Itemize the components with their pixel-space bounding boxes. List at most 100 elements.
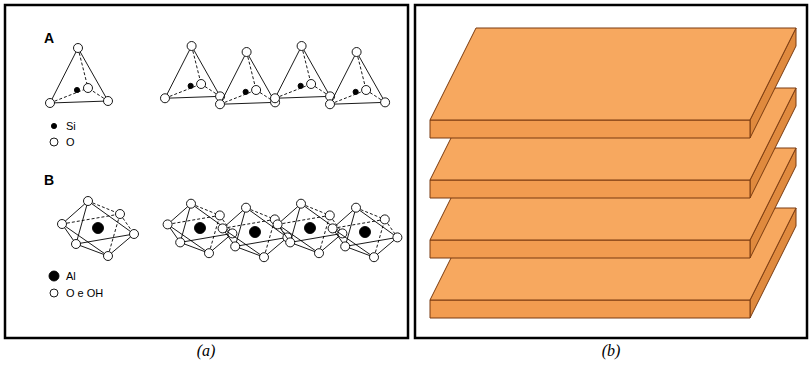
legend-item: O <box>48 136 75 148</box>
bond-line <box>50 88 88 103</box>
oxygen-atom <box>315 249 324 258</box>
oxygen-atom <box>297 199 306 208</box>
bond-line <box>235 237 287 246</box>
bond-line <box>50 48 78 103</box>
oxygen-atom <box>260 253 269 262</box>
bond-line <box>180 204 191 243</box>
bond-line <box>209 215 220 253</box>
legend-item: Si <box>48 120 76 132</box>
bond-line <box>165 96 220 98</box>
bond-line <box>247 52 257 90</box>
bond-line <box>165 46 192 98</box>
part-letter: B <box>44 172 54 188</box>
oxygen-atom <box>72 240 81 249</box>
cation-atom <box>93 223 104 234</box>
cation-atom <box>360 227 371 238</box>
oxygen-atom <box>326 100 335 109</box>
bond-line <box>76 201 88 244</box>
oxygen-atom <box>352 203 361 212</box>
cation-atom <box>243 89 248 94</box>
oxygen-atom <box>58 220 67 229</box>
oxygen-atom <box>252 86 261 95</box>
legend-item: O e OH <box>48 287 103 299</box>
bond-line <box>333 219 385 228</box>
oxygen-atom <box>130 230 139 239</box>
oxygen-atom <box>381 98 390 107</box>
legend-sample <box>48 287 60 299</box>
oxygen-atom <box>370 253 379 262</box>
bond-line <box>275 84 311 98</box>
bond-line <box>76 234 134 244</box>
bond-line <box>220 102 275 104</box>
layer-front <box>430 180 750 198</box>
oxygen-atom <box>271 94 280 103</box>
oxygen-atom <box>273 220 282 229</box>
oxygen-atom <box>218 224 227 233</box>
bond-line <box>356 208 397 238</box>
layer-front <box>430 300 750 318</box>
bond-line <box>357 52 367 90</box>
oxygen-atom <box>242 48 251 57</box>
bond-line <box>108 234 134 256</box>
oxygen-atom <box>216 100 225 109</box>
bond-line <box>78 48 108 101</box>
bond-line <box>168 215 220 224</box>
legend-text: O <box>66 136 75 148</box>
bond-line <box>191 204 232 234</box>
bond-line <box>278 215 330 224</box>
oxygen-atom <box>46 99 55 108</box>
oxygen-atom <box>352 48 361 57</box>
oxygen-atom <box>215 211 224 220</box>
oxygen-atom <box>380 215 389 224</box>
oxygen-atom <box>161 94 170 103</box>
oxygen-atom <box>176 238 185 247</box>
bond-line <box>330 102 385 104</box>
bond-line <box>275 96 330 98</box>
oxygen-atom <box>104 97 113 106</box>
clay-layers <box>430 28 796 318</box>
cation-atom <box>305 223 316 234</box>
oxygen-atom <box>187 199 196 208</box>
layer-front <box>430 240 750 258</box>
bond-line <box>330 90 366 104</box>
oxygen-atom <box>393 233 402 242</box>
oxygen-atom <box>362 86 371 95</box>
bond-line <box>78 48 88 88</box>
bond-line <box>374 219 385 257</box>
oxygen-atom <box>325 211 334 220</box>
cation-atom <box>353 89 358 94</box>
panel-frame <box>5 5 408 338</box>
bond-line <box>290 233 342 242</box>
oxygen-atom <box>84 197 93 206</box>
legend-sample <box>48 136 60 148</box>
layer-front <box>430 120 750 138</box>
bond-line <box>76 244 108 256</box>
oxygen-atom <box>307 80 316 89</box>
cation-atom <box>74 87 79 92</box>
oxygen-atom <box>205 249 214 258</box>
bond-line <box>246 208 287 238</box>
oxygen-atom <box>341 242 350 251</box>
oxygen-atom <box>197 80 206 89</box>
bond-line <box>50 101 108 103</box>
bond-line <box>302 46 312 84</box>
oxygen-atom <box>242 203 251 212</box>
bond-line <box>301 204 342 234</box>
oxygen-atom <box>116 210 125 219</box>
bond-line <box>357 52 386 102</box>
oxygen-atom <box>231 242 240 251</box>
bond-line <box>180 233 232 242</box>
bond-line <box>192 46 202 84</box>
bond-line <box>165 84 201 98</box>
oxygen-atom <box>163 220 172 229</box>
layer-top <box>430 28 796 120</box>
legend-item: Al <box>48 270 76 282</box>
bond-line <box>235 208 246 247</box>
cation-atom <box>195 223 206 234</box>
legend-text: O e OH <box>66 287 103 299</box>
bond-line <box>330 52 357 104</box>
legend-text: Al <box>66 270 76 282</box>
bond-line <box>345 237 397 246</box>
